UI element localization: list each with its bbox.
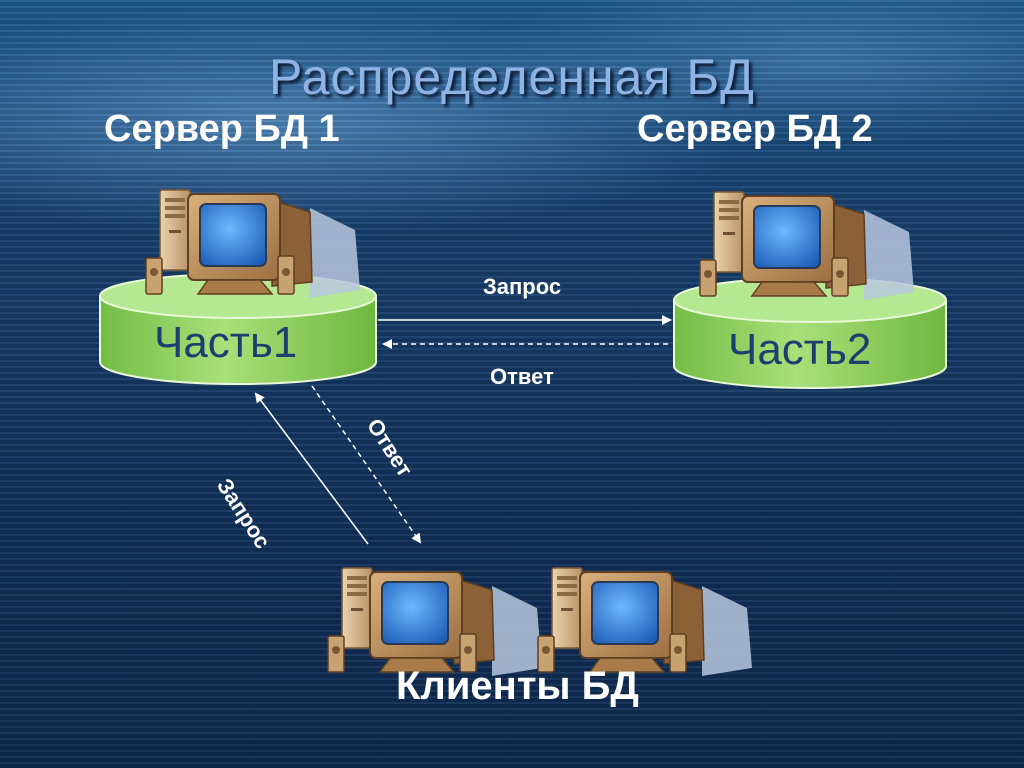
server1-label: Сервер БД 1: [104, 108, 340, 150]
server2-label: Сервер БД 2: [637, 108, 873, 150]
client-request-arrow: [254, 392, 369, 545]
client2-computer-icon: [537, 567, 753, 677]
part1-label: Часть1: [154, 318, 298, 367]
clients-label: Клиенты БД: [396, 664, 639, 708]
server-response-label: Ответ: [490, 364, 554, 389]
slide-title: Распределенная БД: [268, 49, 756, 105]
client-response-arrow: [311, 385, 422, 544]
client1-computer-icon: [327, 567, 543, 677]
server-request-label: Запрос: [483, 274, 562, 299]
part2-label: Часть2: [728, 325, 872, 374]
